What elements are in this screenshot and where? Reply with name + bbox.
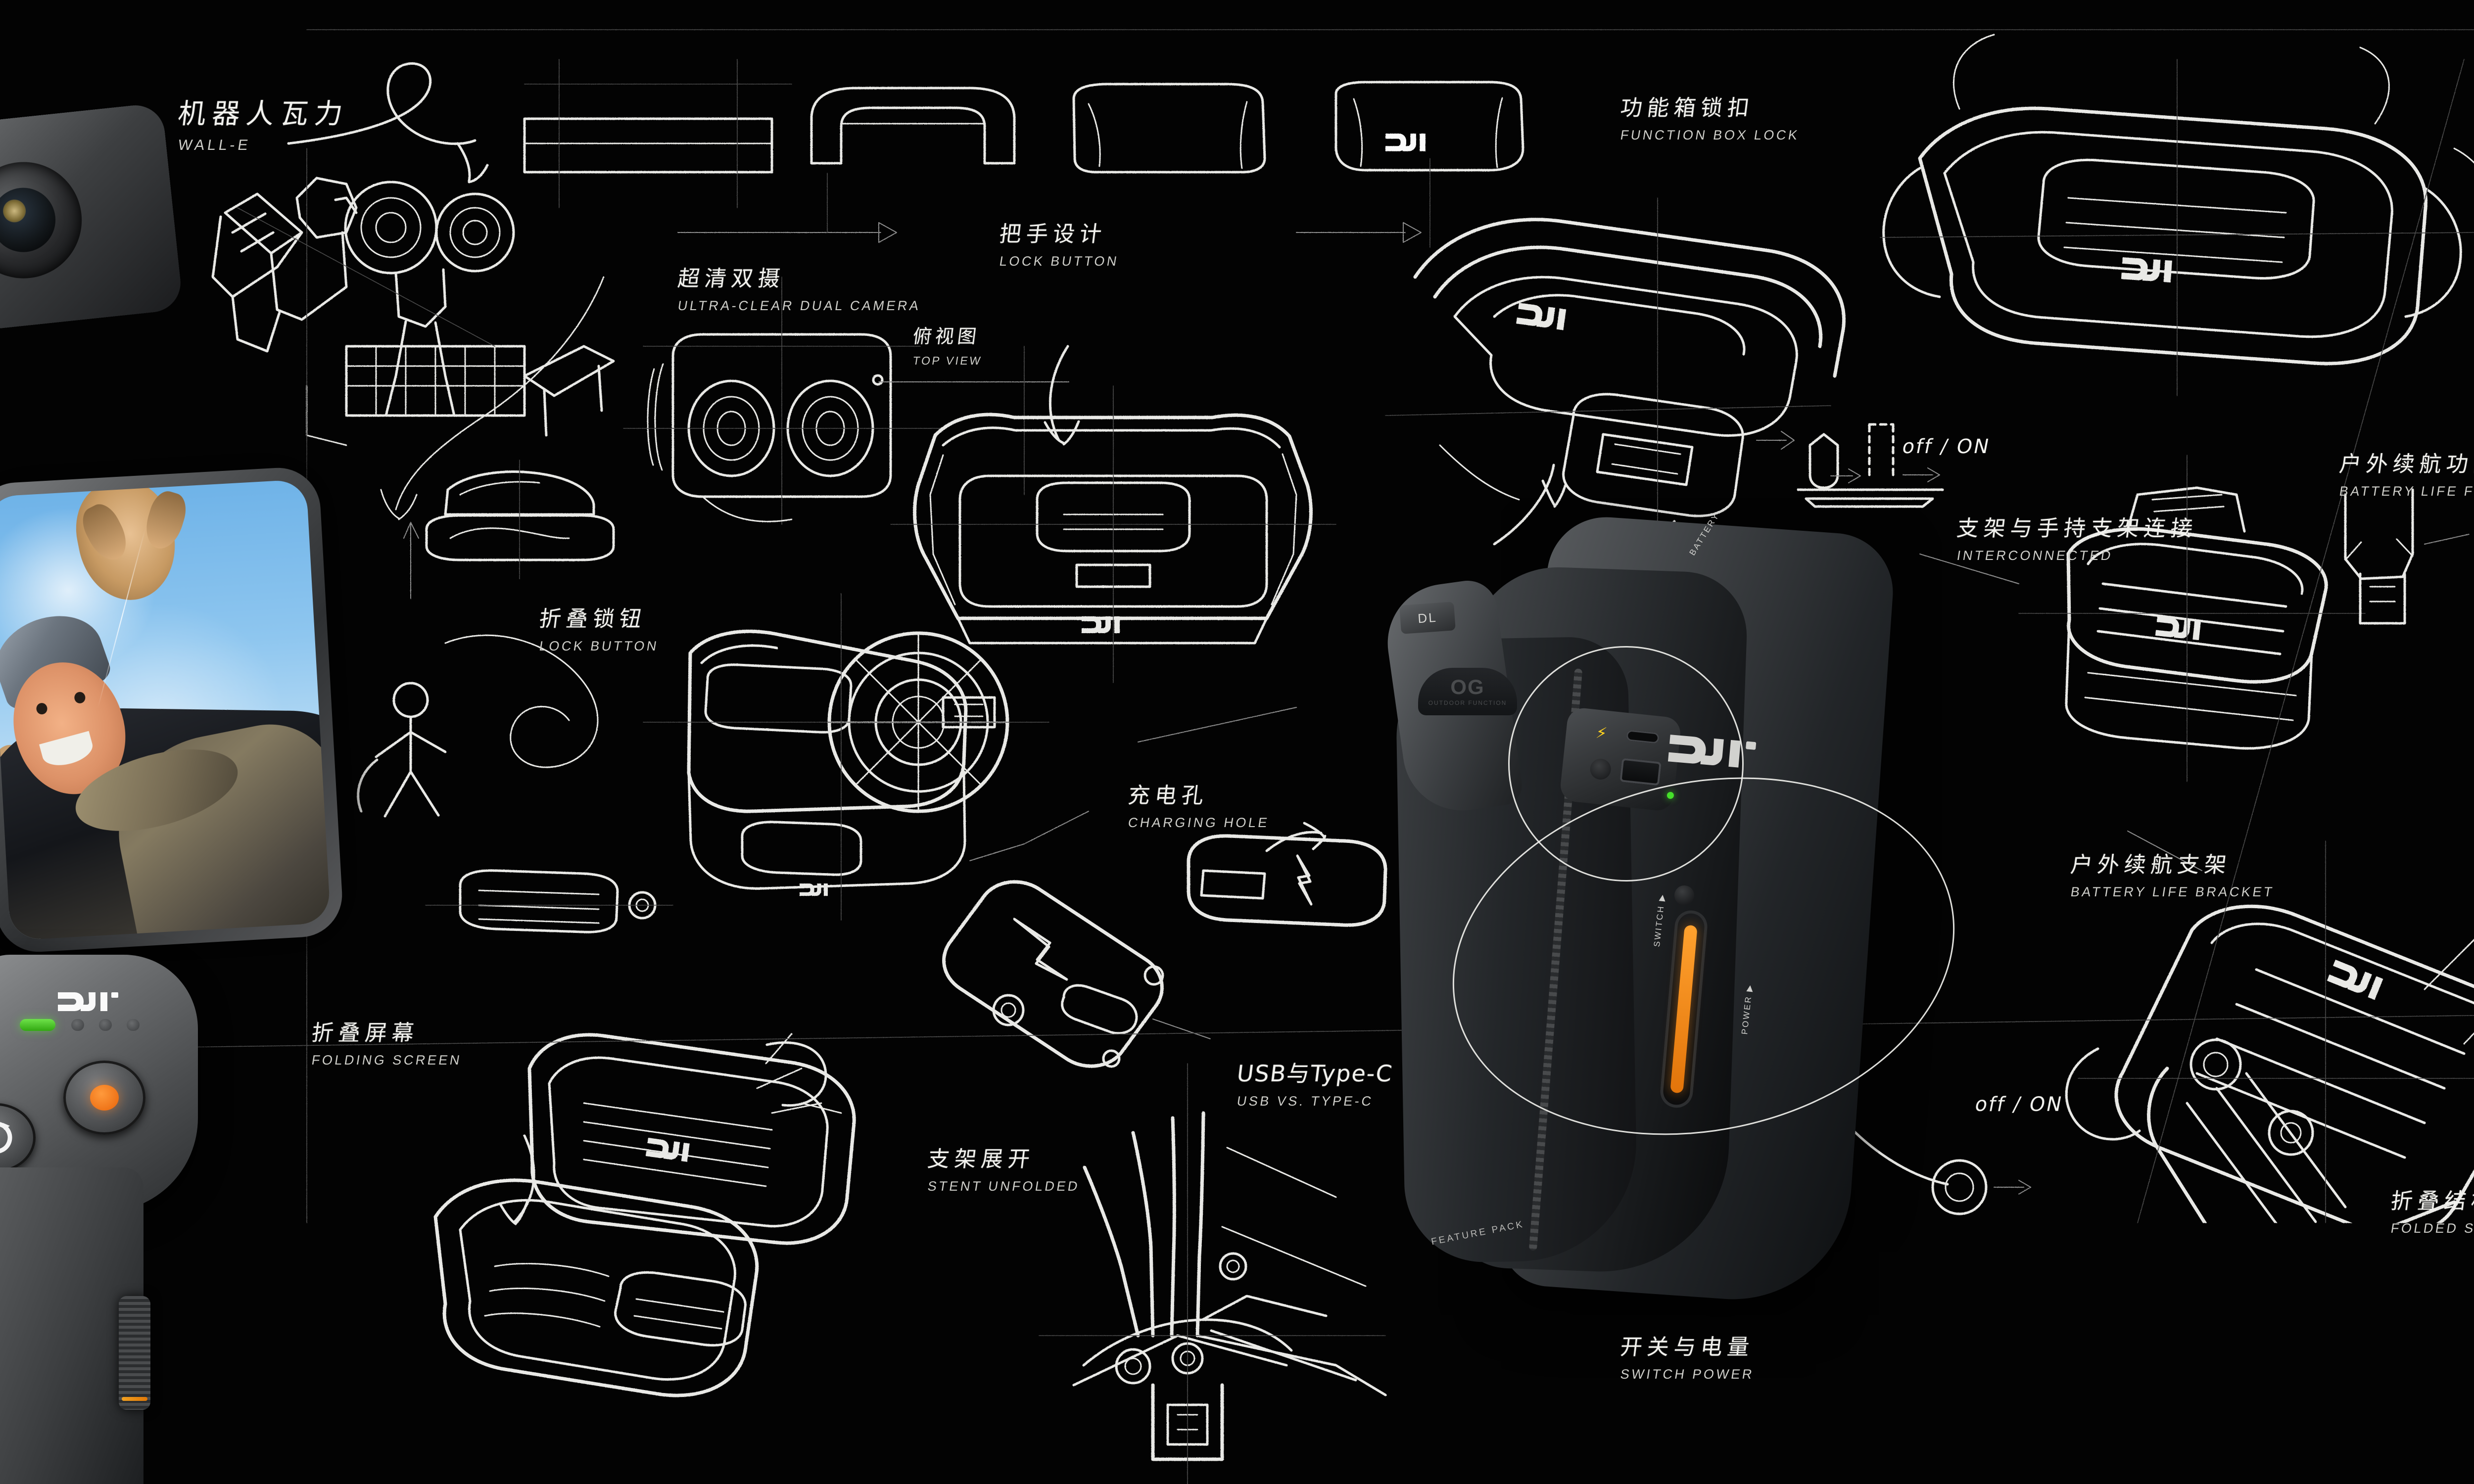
label-en: STENT UNFOLDED [926, 1178, 1081, 1194]
badge-label: OUTDOOR FUNCTION [1428, 699, 1507, 706]
label-cn: 充电孔 [1127, 784, 1271, 808]
annotation-stent-unfolded: 支架展开 STENT UNFOLDED [928, 1148, 1080, 1195]
lens-flare [2, 198, 27, 224]
dl-tag: DL [1399, 602, 1456, 634]
outdoor-function-badge: OG OUTDOOR FUNCTION [1418, 668, 1517, 715]
screen-display[interactable] [0, 479, 331, 941]
annotation-battery-life-function-box: 户外续航功能箱 BATTERY LIFE FUNCTION BOX [2339, 453, 2474, 500]
label-en: BATTERY LIFE BRACKET [2069, 884, 2275, 900]
label-en: LOCK BUTTON [998, 253, 1120, 269]
label-cn: 支架与手持支架连接 [1955, 517, 2199, 541]
label-en: FOLDING SCREEN [310, 1052, 463, 1068]
annotation-folded-structure: 折叠结构 FOLDED STRUCTURE [2391, 1190, 2474, 1237]
title-en: WALL-E [177, 137, 350, 154]
port-panel: ⚡ [1559, 706, 1682, 812]
photo-preview [0, 479, 331, 941]
folding-screen-device [0, 465, 344, 954]
label-en: CHARGING HOLE [1127, 815, 1270, 831]
dial-marker [122, 1397, 147, 1401]
title-cn: 机器人瓦力 [176, 99, 351, 130]
battery-led-1 [20, 1019, 55, 1031]
annotation-folding-screen: 折叠屏幕 FOLDING SCREEN [312, 1021, 462, 1068]
battery-led-4 [127, 1019, 140, 1031]
label-cn: 户外续航功能箱 [2338, 453, 2474, 476]
label-cn: 开关与电量 [1619, 1336, 1756, 1359]
product-render: OG OUTDOOR FUNCTION DL ⚡ BATTERY SWITCH … [1376, 505, 1895, 1355]
label-cn: 俯视图 [911, 326, 983, 347]
annotation-switch-power: 开关与电量 SWITCH POWER [1620, 1336, 1754, 1383]
battery-led-2 [71, 1019, 84, 1031]
label-en: USB VS. TYPE-C [1236, 1093, 1394, 1109]
label-cn: 折叠屏幕 [310, 1021, 463, 1045]
label-en: FOLDED STRUCTURE [2389, 1220, 2474, 1236]
annotation-interconnected: 支架与手持支架连接 INTERCONNECTED [1957, 517, 2197, 564]
label-en: SWITCH POWER [1619, 1366, 1755, 1382]
annotation-top-view: 俯视图 TOP VIEW [913, 326, 982, 368]
battery-led-row [20, 1019, 153, 1032]
annotation-handle-lock-button: 把手设计 LOCK BUTTON [999, 223, 1119, 270]
lightning-bolt-icon: ⚡ [1595, 725, 1608, 742]
label-cn: 支架展开 [926, 1148, 1081, 1171]
battery-led-3 [99, 1019, 112, 1031]
annotation-battery-life-bracket: 户外续航支架 BATTERY LIFE BRACKET [2071, 853, 2274, 900]
usb-a-port[interactable] [1619, 758, 1662, 786]
battery-level-fill [1670, 925, 1698, 1094]
annotation-ultra-clear-dual-camera: 超清双摄 ULTRA-CLEAR DUAL CAMERA [678, 267, 921, 314]
camera-lens-inner [0, 185, 59, 255]
record-indicator [90, 1085, 119, 1111]
label-cn: USB与Type-C [1236, 1061, 1394, 1086]
usb-c-port[interactable] [1626, 730, 1660, 744]
feature-pack-label: FEATURE PACK [1430, 1219, 1525, 1248]
rotate-arrow-icon [0, 1114, 20, 1161]
power-button[interactable] [1589, 758, 1612, 781]
hand-note-off-on-bottom: off / ON [1973, 1093, 2065, 1116]
label-cn: 折叠锁钮 [538, 607, 660, 631]
label-en: ULTRA-CLEAR DUAL CAMERA [676, 298, 922, 314]
label-en: TOP VIEW [912, 354, 983, 368]
hand-note-off-on-top: off / ON [1901, 435, 1993, 458]
label-cn: 把手设计 [998, 223, 1120, 246]
handheld-controller [0, 955, 228, 1484]
label-cn: 户外续航支架 [2069, 853, 2276, 877]
record-button[interactable] [63, 1061, 145, 1135]
label-en: BATTERY LIFE FUNCTION BOX [2338, 483, 2474, 499]
status-led [1666, 791, 1674, 799]
rotate-button[interactable] [0, 1103, 36, 1172]
title-block: 机器人瓦力 WALL-E [178, 99, 349, 154]
badge-code: OG [1450, 677, 1484, 697]
camera-module-render [0, 102, 184, 333]
annotation-usb-vs-typec: USB与Type-C USB VS. TYPE-C [1237, 1061, 1393, 1109]
label-en: INTERCONNECTED [1955, 548, 2198, 563]
annotation-charging-hole: 充电孔 CHARGING HOLE [1128, 784, 1269, 831]
label-cn: 超清双摄 [676, 267, 922, 291]
annotation-folding-lock-button: 折叠锁钮 LOCK BUTTON [539, 607, 659, 654]
label-en: FUNCTION BOX LOCK [1619, 127, 1801, 143]
control-dial[interactable] [119, 1296, 150, 1410]
dji-logo [57, 991, 121, 1012]
label-cn: 折叠结构 [2389, 1190, 2474, 1213]
label-en: LOCK BUTTON [538, 638, 660, 654]
label-cn: 功能箱锁扣 [1619, 96, 1801, 120]
annotation-function-box-lock: 功能箱锁扣 FUNCTION BOX LOCK [1620, 96, 1800, 143]
